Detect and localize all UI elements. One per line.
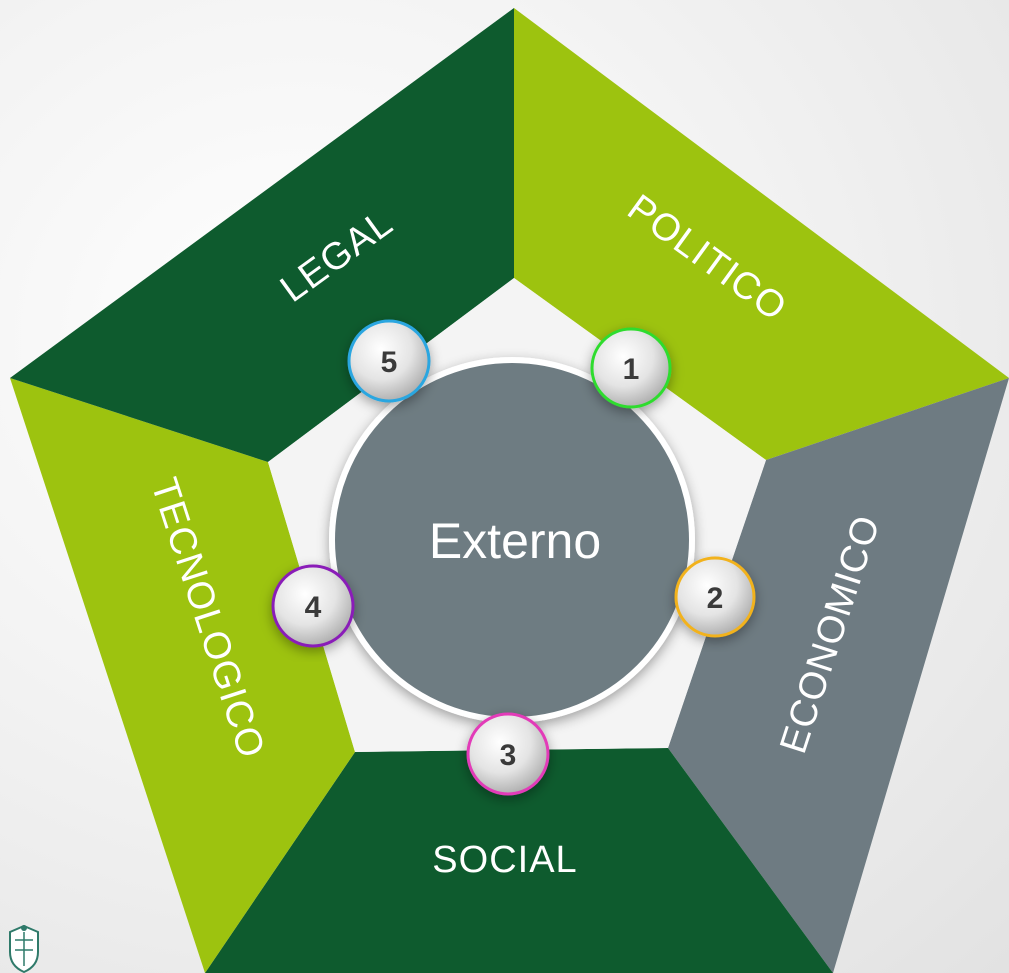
badge-2-number: 2: [707, 582, 724, 615]
badge-4-circle: [271, 564, 355, 648]
segment-social: [205, 748, 833, 973]
badge-5-circle: [347, 319, 431, 403]
badge-1-circle: [590, 327, 672, 409]
center-label: Externo: [429, 513, 601, 569]
coat-of-arms-icon: [9, 924, 39, 973]
badge-3-number: 3: [500, 739, 517, 772]
segment-tecnologico: [10, 378, 355, 973]
badge-3: 3: [466, 712, 550, 796]
badge-4: 4: [271, 564, 355, 648]
badge-1-number: 1: [623, 353, 640, 386]
badge-2-circle: [674, 556, 756, 638]
segment-label-social: SOCIAL: [432, 839, 577, 881]
badge-3-circle: [466, 712, 550, 796]
badge-1: 1: [590, 327, 672, 409]
badge-5-number: 5: [381, 346, 398, 379]
badge-4-number: 4: [305, 591, 322, 624]
badge-2: 2: [674, 556, 756, 638]
badge-5: 5: [347, 319, 431, 403]
segment-economico: [668, 378, 1009, 973]
